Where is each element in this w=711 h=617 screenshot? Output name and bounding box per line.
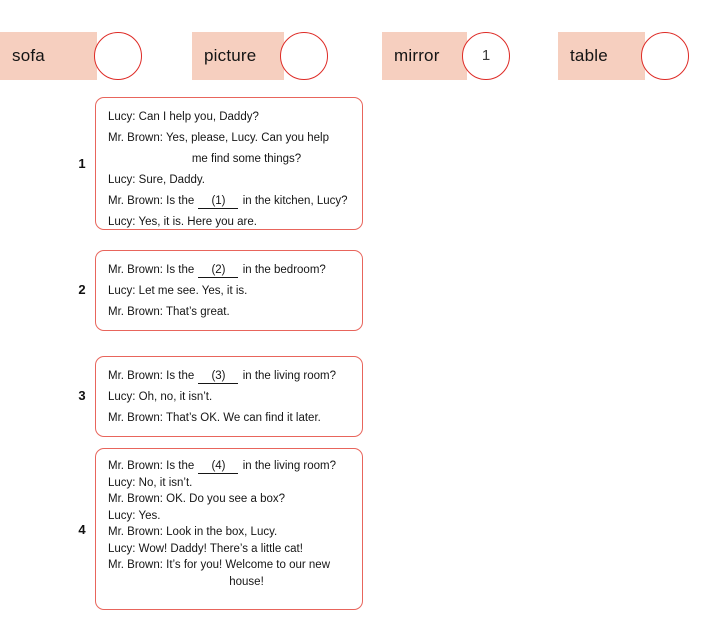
answer-blank[interactable]: (1) xyxy=(198,195,239,209)
dialogue-row: 3 Mr. Brown: Is the (3) in the living ro… xyxy=(74,350,364,438)
dialogue-line-text: in the bedroom? xyxy=(242,264,326,276)
answer-circle[interactable] xyxy=(94,32,142,80)
dialogue-line: Mr. Brown: Is the (4) in the living room… xyxy=(108,458,351,475)
dialogue-line: Lucy: Sure, Daddy. xyxy=(108,170,351,191)
dialogue-line: Mr. Brown: Look in the box, Lucy. xyxy=(108,524,351,541)
word-bank-label: table xyxy=(570,46,608,65)
dialogue-box[interactable]: Mr. Brown: Is the (3) in the living room… xyxy=(95,356,363,437)
answer-blank[interactable]: (4) xyxy=(198,460,239,474)
dialogue-line-text: house! xyxy=(229,575,264,588)
dialogue-line: me find some things? xyxy=(108,149,351,170)
dialogue-line-text: Mr. Brown: OK. Do you see a box? xyxy=(108,493,286,505)
dialogue-line-text: Lucy: No, it isn’t. xyxy=(108,476,193,489)
word-bank-item-picture[interactable]: picture xyxy=(192,32,332,80)
word-bank-bar xyxy=(192,32,284,80)
dialogue-line: Mr. Brown: That’s OK. We can find it lat… xyxy=(108,408,351,429)
word-bank-item-sofa[interactable]: sofa xyxy=(0,32,145,80)
dialogue-line-text: Mr. Brown: That’s OK. We can find it lat… xyxy=(108,412,321,424)
dialogue-line-text: Mr. Brown: It’s for you! Welcome to our … xyxy=(108,559,330,571)
dialogue-line-text: Mr. Brown: Look in the box, Lucy. xyxy=(108,526,278,538)
dialogue-line: Mr. Brown: That’s great. xyxy=(108,302,351,323)
dialogue-line: Mr. Brown: Is the (2) in the bedroom? xyxy=(108,260,351,281)
dialogue-line-text: Mr. Brown: Is the xyxy=(108,370,195,382)
dialogue-line-text: Mr. Brown: Yes, please, Lucy. Can you he… xyxy=(108,132,329,144)
answer-blank[interactable]: (3) xyxy=(198,370,239,384)
dialogue-line: Lucy: Yes, it is. Here you are. xyxy=(108,212,351,233)
dialogue-line: house! xyxy=(108,574,351,591)
dialogue-line: Lucy: Can I help you, Daddy? xyxy=(108,107,351,128)
answer-circle[interactable] xyxy=(280,32,328,80)
dialogue-line-text: me find some things? xyxy=(191,153,302,165)
dialogue-line: Mr. Brown: Is the (3) in the living room… xyxy=(108,366,351,387)
dialogue-row: 2 Mr. Brown: Is the (2) in the bedroom? L… xyxy=(74,244,364,332)
dialogue-line: Lucy: Wow! Daddy! There’s a little cat! xyxy=(108,541,351,558)
dialogue-row: 4 Mr. Brown: Is the (4) in the living ro… xyxy=(74,444,364,612)
word-bank-label: sofa xyxy=(12,46,45,65)
word-bank: sofa picture mirror 1 table xyxy=(0,0,711,92)
dialogue-line-text: Mr. Brown: Is the xyxy=(108,460,195,472)
dialogue-number: 1 xyxy=(78,156,86,171)
word-bank-bar xyxy=(382,32,467,80)
word-bank-label: mirror xyxy=(394,46,440,65)
dialogue-number: 3 xyxy=(78,388,86,403)
word-bank-item-table[interactable]: table xyxy=(558,32,693,80)
answer-blank[interactable]: (2) xyxy=(198,264,239,278)
dialogue-line: Mr. Brown: It’s for you! Welcome to our … xyxy=(108,557,351,574)
dialogue-line-text: in the kitchen, Lucy? xyxy=(242,195,348,207)
dialogue-line: Lucy: Let me see. Yes, it is. xyxy=(108,281,351,302)
word-bank-item-mirror[interactable]: mirror 1 xyxy=(382,32,514,80)
dialogue-line-text: in the living room? xyxy=(242,460,337,472)
dialogue-row: 1 Lucy: Can I help you, Daddy? Mr. Brown:… xyxy=(74,92,364,232)
dialogue-line-text: in the living room? xyxy=(242,370,337,382)
dialogue-line-text: Lucy: Yes. xyxy=(108,509,161,522)
dialogue-box[interactable]: Mr. Brown: Is the (4) in the living room… xyxy=(95,448,363,610)
dialogue-line: Mr. Brown: Is the (1) in the kitchen, Lu… xyxy=(108,191,351,212)
word-bank-label: picture xyxy=(204,46,257,65)
dialogue-line-text: Mr. Brown: Is the xyxy=(108,264,195,276)
dialogue-line-text: Lucy: Sure, Daddy. xyxy=(108,174,205,186)
dialogue-number: 4 xyxy=(78,522,86,537)
dialogue-line-text: Lucy: Yes, it is. Here you are. xyxy=(108,216,257,228)
dialogue-line-text: Lucy: Oh, no, it isn’t. xyxy=(108,391,213,403)
dialogue-box[interactable]: Lucy: Can I help you, Daddy? Mr. Brown: Y… xyxy=(95,97,363,230)
dialogue-line-text: Mr. Brown: Is the xyxy=(108,195,195,207)
answer-circle[interactable]: 1 xyxy=(462,32,510,80)
dialogue-line-text: Mr. Brown: That’s great. xyxy=(108,306,230,318)
word-bank-bar xyxy=(0,32,97,80)
dialogue-number: 2 xyxy=(78,282,86,297)
dialogue-line-text: Lucy: Wow! Daddy! There’s a little cat! xyxy=(108,542,303,555)
dialogue-line: Mr. Brown: Yes, please, Lucy. Can you he… xyxy=(108,128,351,149)
dialogue-line: Lucy: No, it isn’t. xyxy=(108,475,351,492)
dialogue-line: Lucy: Oh, no, it isn’t. xyxy=(108,387,351,408)
dialogue-line-text: Lucy: Let me see. Yes, it is. xyxy=(108,285,248,297)
dialogue-line-text: Lucy: Can I help you, Daddy? xyxy=(108,111,259,123)
dialogue-line: Lucy: Yes. xyxy=(108,508,351,525)
answer-circle[interactable] xyxy=(641,32,689,80)
dialogue-box[interactable]: Mr. Brown: Is the (2) in the bedroom? Luc… xyxy=(95,250,363,331)
word-bank-bar xyxy=(558,32,645,80)
dialogue-line: Mr. Brown: OK. Do you see a box? xyxy=(108,491,351,508)
